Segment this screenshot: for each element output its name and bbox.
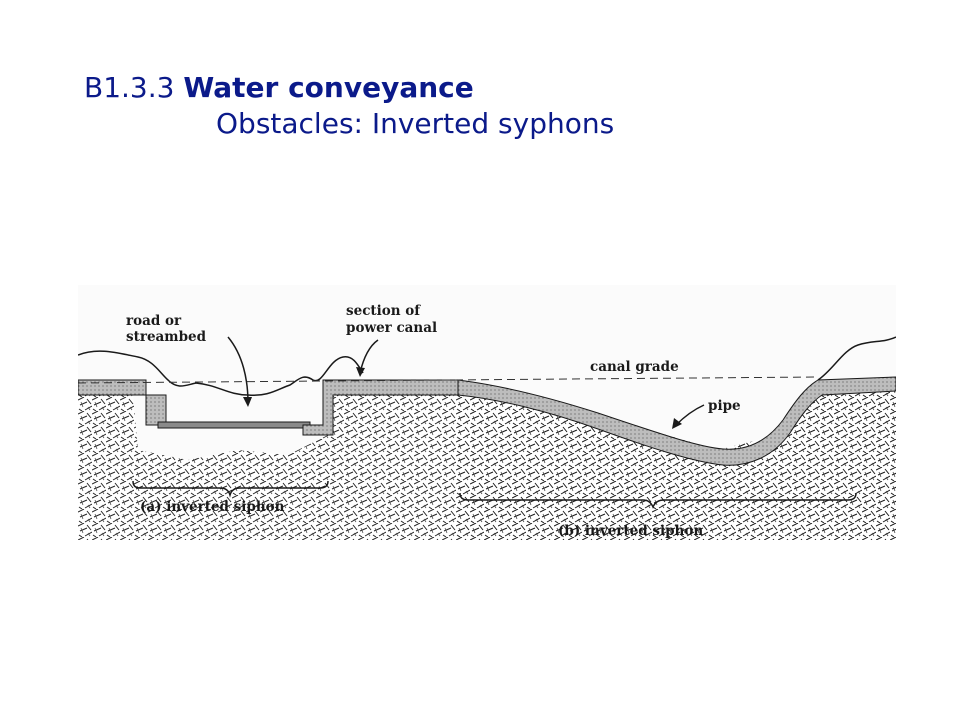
title-line: B1.3.3 Water conveyance — [84, 70, 614, 106]
canal-grade-line — [78, 376, 819, 384]
caption-a: (a) inverted siphon — [140, 499, 285, 515]
label-pipe: pipe — [708, 398, 741, 414]
arrow-road — [227, 336, 249, 404]
label-power-canal: power canal — [346, 320, 437, 336]
slide-title: B1.3.3 Water conveyance Obstacles: Inver… — [84, 70, 614, 142]
ground-line-right — [817, 336, 896, 381]
label-road-or: road or — [126, 313, 182, 329]
section-number: B1.3.3 — [84, 71, 175, 104]
slide-subtitle: Obstacles: Inverted syphons — [216, 107, 615, 140]
arrow-pipe-head — [672, 418, 682, 429]
soil-right — [458, 385, 896, 540]
arrow-road-head — [243, 397, 252, 407]
brace-b — [459, 492, 857, 509]
siphon-a-pipe — [157, 421, 311, 429]
caption-b: (b) inverted siphon — [558, 523, 703, 539]
label-streambed: streambed — [126, 329, 207, 345]
arrow-canal-head — [356, 367, 365, 377]
inverted-siphon-diagram: road or streambed section of power canal… — [78, 285, 896, 540]
section-title: Water conveyance — [183, 71, 474, 104]
siphon-b-pipe — [457, 376, 896, 466]
label-canal-grade: canal grade — [590, 359, 679, 375]
label-section-of: section of — [346, 303, 421, 319]
brace-a — [132, 480, 329, 498]
